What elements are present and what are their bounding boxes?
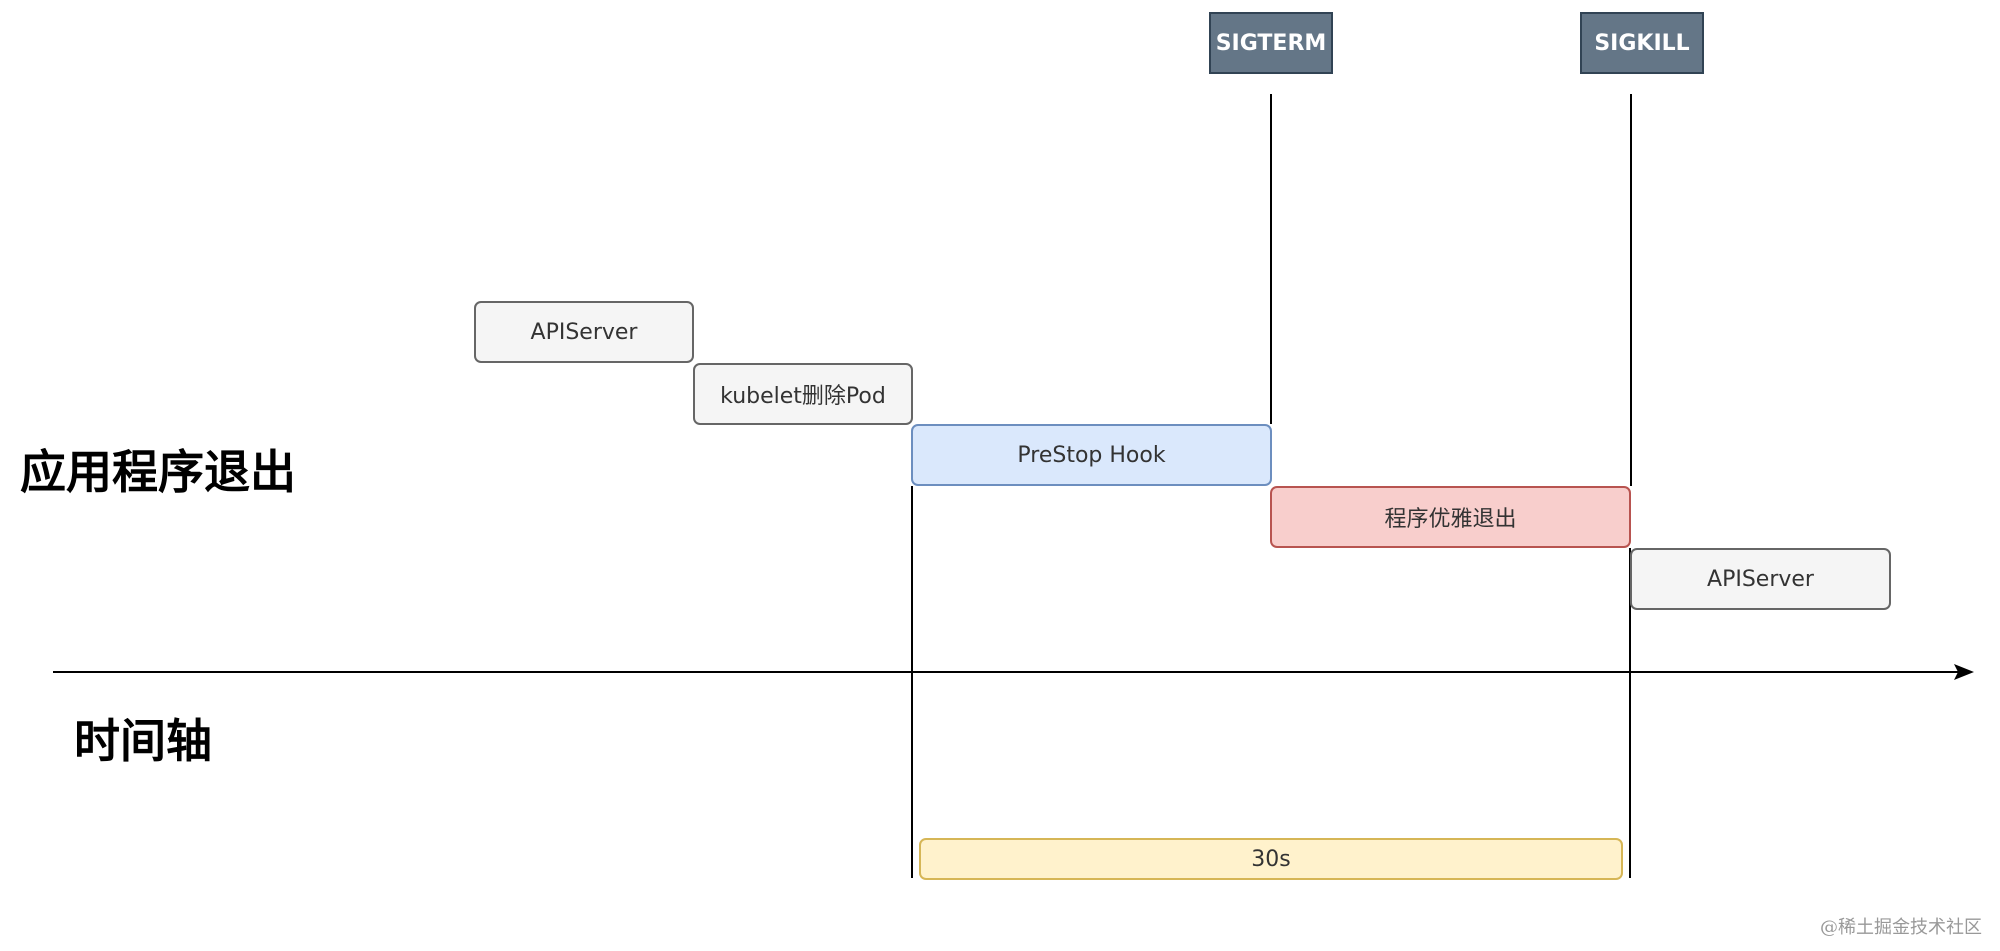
graceful-exit-box: 程序优雅退出 bbox=[1270, 486, 1631, 548]
sigterm-signal-box: SIGTERM bbox=[1209, 12, 1333, 74]
kubelet-delete-pod-box: kubelet删除Pod bbox=[693, 363, 913, 425]
watermark: @稀土掘金技术社区 bbox=[1820, 917, 1982, 938]
sigkill-signal-box: SIGKILL bbox=[1580, 12, 1704, 74]
duration-30s-box: 30s bbox=[919, 838, 1623, 880]
app-exit-label: 应用程序退出 bbox=[20, 445, 296, 499]
sigkill-lower-line bbox=[1629, 548, 1631, 878]
prestop-start-line bbox=[911, 486, 913, 878]
apiserver-end-box: APIServer bbox=[1630, 548, 1891, 610]
sigterm-marker-line bbox=[1270, 94, 1272, 424]
sigkill-marker-line bbox=[1630, 94, 1632, 486]
prestop-hook-box: PreStop Hook bbox=[911, 424, 1272, 486]
timeline-arrowhead bbox=[1954, 664, 1974, 680]
timeline-label: 时间轴 bbox=[74, 714, 212, 768]
apiserver-start-box: APIServer bbox=[474, 301, 694, 363]
